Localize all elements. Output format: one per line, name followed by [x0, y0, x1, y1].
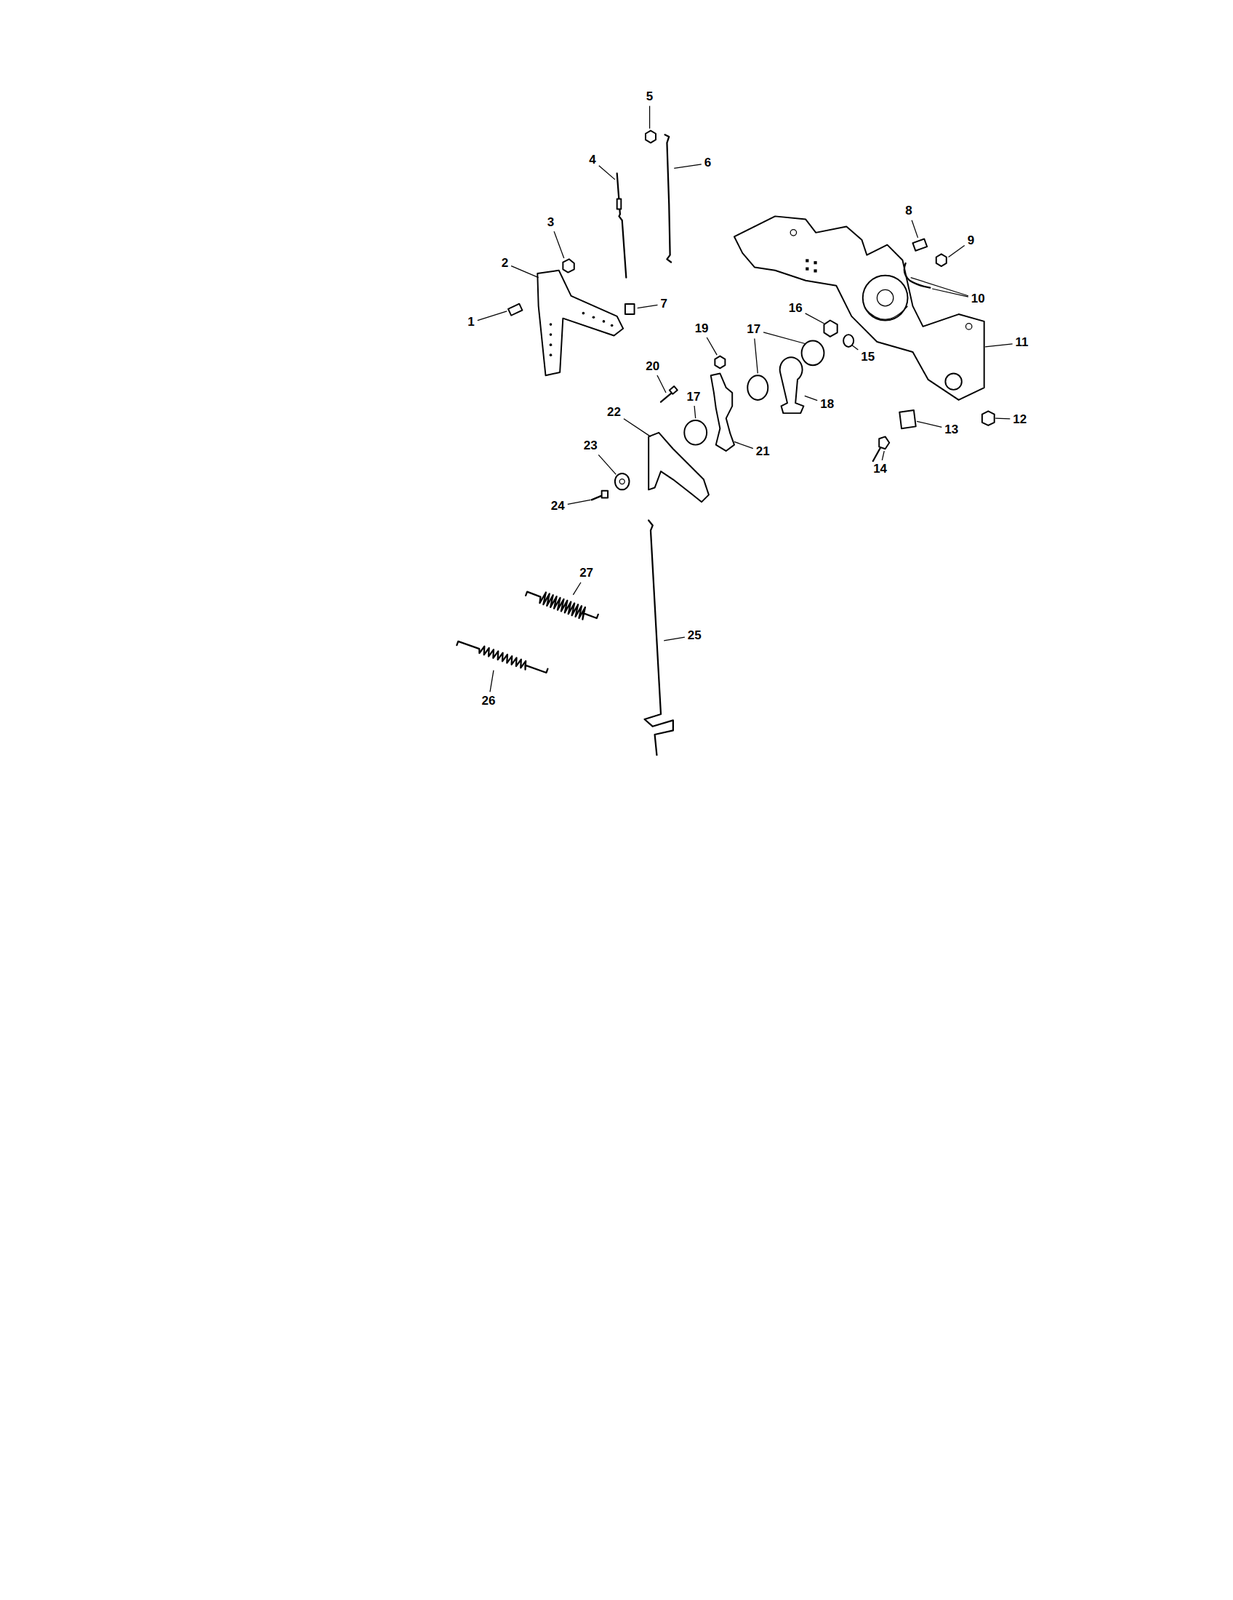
nut: [645, 130, 656, 144]
friction-disc: [801, 340, 825, 366]
choke-rod: [617, 173, 627, 277]
callout-number: 12: [1011, 412, 1028, 427]
callout-number: 22: [606, 404, 622, 419]
screw-head: [601, 490, 608, 498]
governor-lever: [648, 432, 709, 502]
callout-number: 18: [819, 396, 835, 411]
leader-line: [805, 313, 825, 324]
leader-line: [598, 454, 616, 475]
callout-number: 21: [755, 444, 771, 459]
throttle-lever: [711, 372, 735, 451]
nut: [823, 319, 837, 336]
callout-number: 23: [583, 439, 599, 453]
nut: [562, 258, 574, 272]
callout-number: 16: [788, 300, 804, 315]
callout-number: 7: [659, 297, 668, 312]
callout-number: 1: [466, 315, 475, 330]
plate-slot: [865, 306, 909, 320]
plate-hole: [876, 289, 893, 306]
leader-lines: [477, 106, 1013, 693]
callout-number: 17: [745, 322, 762, 337]
friction-disc: [684, 420, 707, 445]
leader-line: [553, 231, 565, 259]
control-plate: [734, 215, 985, 400]
screw: [982, 410, 995, 426]
callout-number: 11: [1014, 335, 1030, 350]
leader-line: [599, 165, 616, 180]
screw: [508, 303, 522, 316]
callout-number: 5: [645, 90, 654, 104]
leader-line: [694, 405, 696, 419]
leader-line: [754, 338, 758, 373]
callout-number: 13: [943, 422, 959, 437]
leader-line: [881, 450, 885, 461]
washer-hole: [619, 479, 625, 485]
nut: [936, 253, 947, 267]
plate-boss: [862, 275, 909, 321]
callout-number: 14: [872, 462, 888, 477]
callout-number: 15: [860, 350, 876, 365]
leader-line: [673, 164, 702, 169]
plate-hole: [945, 372, 962, 389]
leader-line: [490, 670, 494, 693]
leader-line: [995, 418, 1010, 420]
leader-line: [637, 304, 658, 308]
callout-number: 27: [578, 566, 594, 581]
rod-sleeve: [617, 199, 622, 210]
callout-number: 9: [966, 234, 975, 248]
bolt-head: [878, 436, 890, 449]
leader-line: [916, 420, 942, 427]
callout-number: 4: [588, 153, 597, 168]
exploded-view: [456, 106, 1012, 755]
callout-number: 6: [703, 156, 712, 171]
leader-line: [477, 311, 507, 321]
leader-line: [649, 106, 650, 129]
callout-number: 3: [546, 215, 555, 230]
callout-number: 19: [694, 321, 710, 336]
governor-rod: [644, 519, 674, 755]
callout-number: 2: [500, 256, 509, 271]
leader-line: [985, 343, 1013, 347]
leader-line: [657, 375, 666, 393]
throttle-rod: [665, 134, 672, 262]
plate-hole: [965, 323, 972, 330]
nut: [714, 356, 725, 369]
leader-line: [948, 245, 965, 257]
callout-number: 26: [480, 693, 496, 708]
leader-line: [663, 636, 685, 641]
leader-line: [851, 344, 858, 350]
callout-number: 25: [687, 628, 703, 643]
leader-line: [511, 266, 539, 278]
leader-line: [572, 582, 581, 595]
callout-number: 17: [685, 389, 701, 404]
callout-number: 8: [904, 204, 913, 219]
callout-number: 20: [644, 359, 661, 373]
leader-line: [910, 277, 969, 296]
friction-disc: [747, 375, 768, 400]
spring: [525, 591, 599, 620]
leader-line: [911, 220, 918, 238]
bracket-holes: [549, 311, 614, 357]
leader-line: [804, 395, 818, 400]
callout-number: 10: [970, 292, 986, 307]
leader-line: [734, 441, 754, 448]
leader-line: [706, 337, 717, 355]
lever: [780, 356, 805, 413]
screw-head: [669, 386, 678, 395]
clip: [625, 303, 635, 315]
callout-number: 24: [550, 498, 566, 513]
clip-nut: [899, 410, 916, 429]
leader-line: [623, 418, 651, 437]
spring-clip: [904, 263, 931, 288]
plate-holes: [805, 258, 817, 272]
leader-line: [567, 499, 591, 504]
control-bracket: [537, 270, 624, 376]
spring: [456, 641, 548, 673]
screw: [912, 239, 927, 251]
leader-line: [763, 332, 806, 344]
washer: [615, 473, 630, 490]
plate-hole: [790, 229, 797, 236]
